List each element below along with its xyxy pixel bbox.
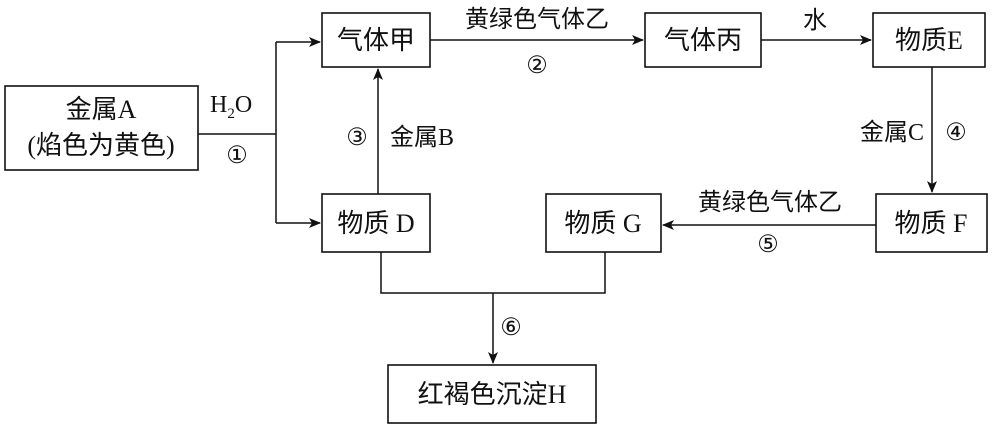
label-step-1: ①	[226, 143, 248, 169]
label-metal-b: 金属B	[390, 124, 454, 151]
node-metal-a: 金属A (焰色为黄色)	[4, 85, 199, 171]
node-metal-a-note: (焰色为黄色)	[27, 131, 174, 160]
node-substance-g: 物质 G	[545, 193, 662, 253]
label-step-5: ⑤	[757, 232, 779, 258]
label-metal-c: 金属C	[860, 119, 924, 146]
label-yellow-green-gas-bottom: 黄绿色气体乙	[698, 189, 842, 216]
label-step-3: ③	[346, 125, 368, 151]
node-substance-f: 物质 F	[875, 193, 988, 253]
node-substance-d-label: 物质 D	[337, 209, 414, 238]
node-gas-bing: 气体丙	[644, 12, 762, 68]
label-step-2: ②	[526, 53, 548, 79]
label-step-4: ④	[945, 120, 967, 146]
node-metal-a-name: 金属A	[66, 95, 137, 124]
connector-d-g-merge	[380, 252, 606, 364]
node-gas-bing-label: 气体丙	[664, 26, 742, 55]
node-substance-e-label: 物质E	[895, 26, 963, 55]
label-h2o: H2O	[210, 92, 252, 122]
node-precipitate-h-label: 红褐色沉淀H	[418, 380, 567, 409]
node-substance-g-label: 物质 G	[564, 209, 641, 238]
node-gas-jia: 气体甲	[321, 12, 431, 68]
label-water: 水	[803, 7, 827, 34]
node-substance-f-label: 物质 F	[895, 209, 968, 238]
node-substance-d: 物质 D	[321, 193, 431, 253]
node-substance-e: 物质E	[872, 12, 986, 68]
label-step-6: ⑥	[500, 315, 522, 341]
node-gas-jia-label: 气体甲	[337, 26, 415, 55]
node-precipitate-h: 红褐色沉淀H	[387, 364, 597, 424]
label-yellow-green-gas-top: 黄绿色气体乙	[465, 6, 609, 33]
connector-a-split	[198, 37, 321, 228]
